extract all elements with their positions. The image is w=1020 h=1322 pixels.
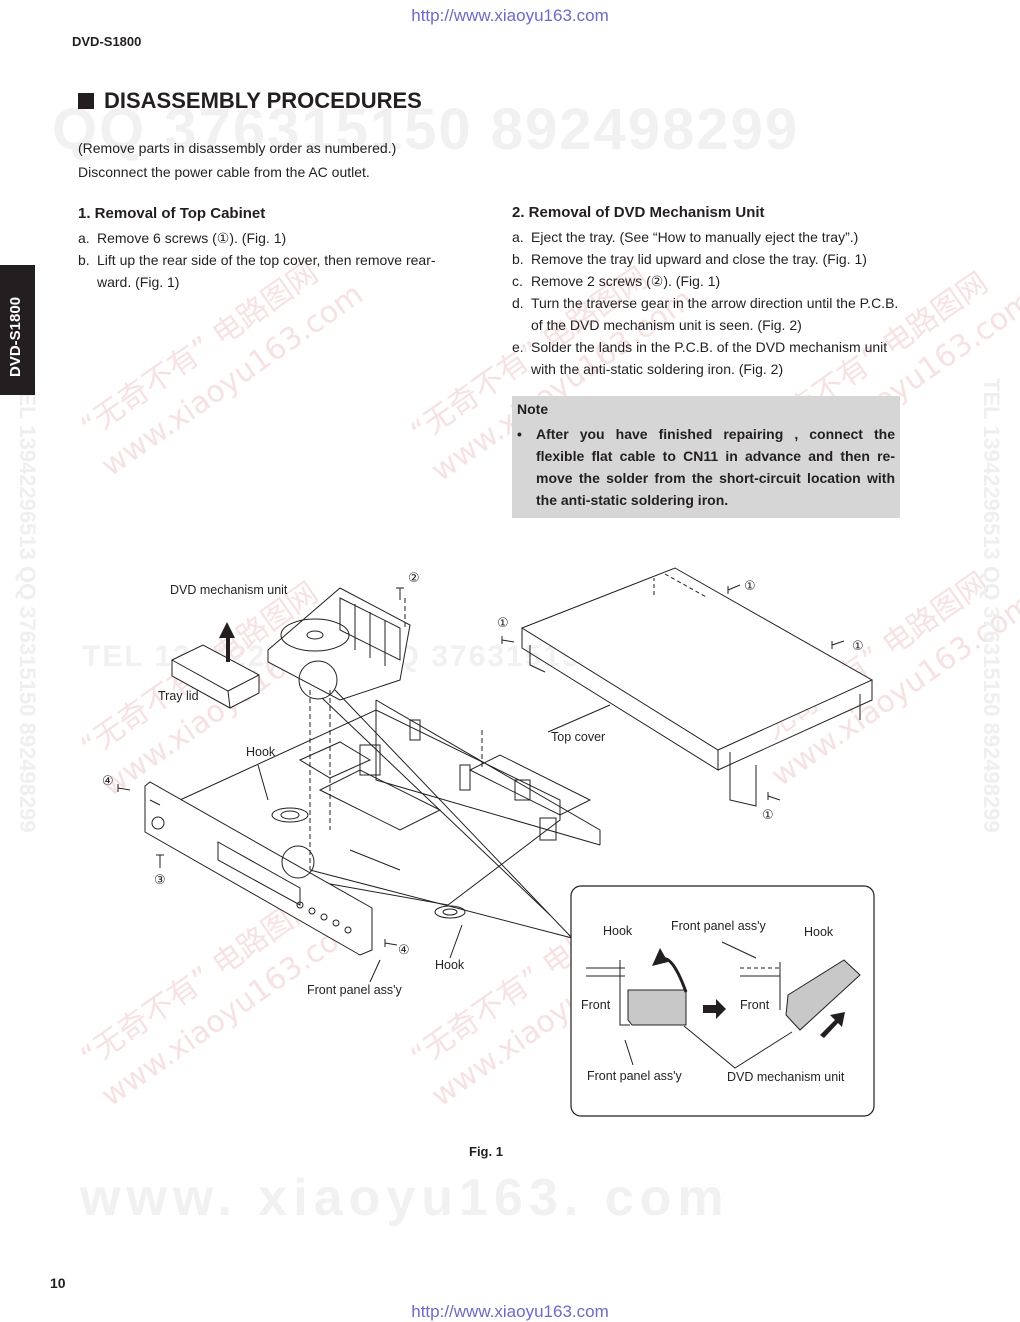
page-title-text: DISASSEMBLY PROCEDURES: [104, 88, 422, 113]
header-url-link[interactable]: http://www.xiaoyu163.com: [411, 6, 609, 25]
screw-callout-1: ①: [852, 638, 864, 653]
step-letter: b.: [512, 251, 524, 267]
step-text: Eject the tray. (See “How to manually ej…: [531, 229, 859, 245]
intro: (Remove parts in disassembly order as nu…: [78, 136, 396, 184]
label-dvd-mechanism-unit: DVD mechanism unit: [170, 583, 288, 597]
screw-callout-1: ①: [744, 578, 756, 593]
inset-label-hook: Hook: [804, 925, 834, 939]
figure-caption: Fig. 1: [469, 1144, 503, 1159]
label-top-cover: Top cover: [551, 730, 606, 744]
label-hook: Hook: [435, 958, 465, 972]
model-name: DVD-S1800: [72, 34, 142, 49]
page-number: 10: [50, 1275, 66, 1291]
step-text: Turn the traverse gear in the arrow dire…: [531, 295, 899, 333]
step-item: d. Turn the traverse gear in the arrow di…: [512, 292, 904, 336]
step-list: a. Remove 6 screws (①). (Fig. 1) b. Lift u…: [78, 227, 468, 293]
top-cover-drawing: [520, 567, 874, 807]
inset-label-dvd-mechanism: DVD mechanism unit: [727, 1070, 845, 1084]
side-tab-label: DVD-S1800: [7, 296, 24, 377]
inset-label-front: Front: [581, 998, 611, 1012]
label-hook: Hook: [246, 745, 276, 759]
step-item: b. Lift up the rear side of the top cover…: [78, 249, 468, 293]
step-text: Remove the tray lid upward and close the…: [531, 251, 867, 267]
step-letter: b.: [78, 252, 90, 268]
inset-label-front: Front: [740, 998, 770, 1012]
step-item: b. Remove the tray lid upward and close t…: [512, 248, 904, 270]
footer-url-link[interactable]: http://www.xiaoyu163.com: [411, 1302, 609, 1321]
step-letter: a.: [512, 229, 524, 245]
step-item: a. Remove 6 screws (①). (Fig. 1): [78, 227, 468, 249]
note-box: Note • After you have finished repairing…: [512, 396, 900, 518]
screw-callout-2: ②: [408, 570, 420, 585]
step-letter: d.: [512, 295, 524, 311]
screw-callout-4: ④: [398, 942, 410, 957]
step-letter: e.: [512, 339, 524, 355]
screw-callout-1: ①: [762, 807, 774, 822]
step-item: c. Remove 2 screws (②). (Fig. 1): [512, 270, 904, 292]
side-tab: DVD-S1800: [0, 265, 35, 395]
dvd-mechanism-drawing: [267, 587, 411, 701]
step-item: e. Solder the lands in the P.C.B. of the …: [512, 336, 904, 380]
page-title: DISASSEMBLY PROCEDURES: [78, 88, 422, 114]
label-tray-lid: Tray lid: [158, 689, 199, 703]
step-letter: c.: [512, 273, 523, 289]
label-front-panel: Front panel ass'y: [307, 983, 402, 997]
section-dvd-mechanism: 2. Removal of DVD Mechanism Unit a. Eject…: [512, 204, 904, 380]
note-bullet-item: • After you have finished repairing , co…: [517, 423, 895, 511]
step-text: Solder the lands in the P.C.B. of the DV…: [531, 339, 888, 377]
watermark-qq: QQ 376315150 892498299: [52, 97, 800, 162]
note-text: After you have finished repairing , conn…: [536, 426, 895, 508]
step-letter: a.: [78, 230, 90, 246]
section-heading: 2. Removal of DVD Mechanism Unit: [512, 204, 765, 221]
inset-label-hook: Hook: [603, 924, 633, 938]
screw-callout-3: ③: [154, 872, 166, 887]
square-bullet-icon: [78, 93, 94, 109]
section-heading: 1. Removal of Top Cabinet: [78, 205, 266, 222]
screw-callout-1: ①: [497, 615, 509, 630]
screw-callout-4: ④: [102, 773, 114, 788]
step-text: Remove 2 screws (②). (Fig. 1): [531, 273, 721, 289]
bullet-icon: •: [517, 426, 522, 442]
note-title: Note: [517, 401, 549, 417]
step-text: Remove 6 screws (①). (Fig. 1): [97, 230, 287, 246]
front-panel-drawing: [144, 781, 373, 956]
inset-label-front-panel: Front panel ass'y: [587, 1069, 682, 1083]
exploded-diagram: [117, 567, 875, 1117]
step-item: a. Eject the tray. (See “How to manually …: [512, 226, 904, 248]
inset-label-front-panel: Front panel ass'y: [671, 919, 766, 933]
section-top-cabinet: 1. Removal of Top Cabinet a. Remove 6 scr…: [78, 205, 468, 293]
intro-line: (Remove parts in disassembly order as nu…: [78, 140, 397, 156]
intro-line: Disconnect the power cable from the AC o…: [78, 164, 370, 180]
watermark-bottom: www. xiaoyu163. com: [80, 1169, 730, 1227]
step-text: Lift up the rear side of the top cover, …: [97, 252, 436, 290]
step-list: a. Eject the tray. (See “How to manually …: [512, 226, 904, 380]
